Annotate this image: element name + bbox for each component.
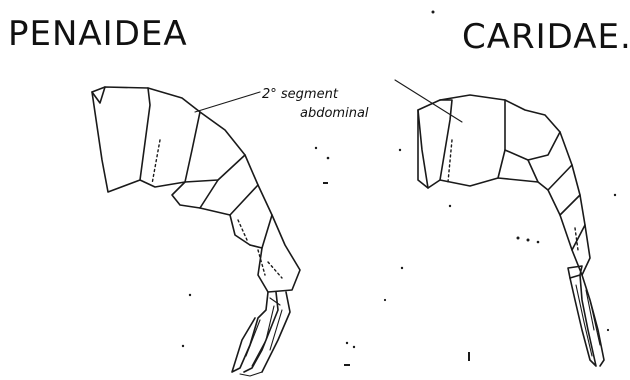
annotation-line-2: abdominal (300, 106, 369, 121)
leader-line-penaidea (195, 92, 260, 112)
penaidea-abdomen (92, 87, 300, 376)
caridae-title: CARIDAE. (462, 17, 630, 57)
annotation-line-1: 2° segment (262, 87, 339, 102)
penaidea-title: PENAIDEA (8, 14, 188, 54)
scan-specks (182, 11, 616, 367)
caridae-abdomen (418, 95, 604, 366)
